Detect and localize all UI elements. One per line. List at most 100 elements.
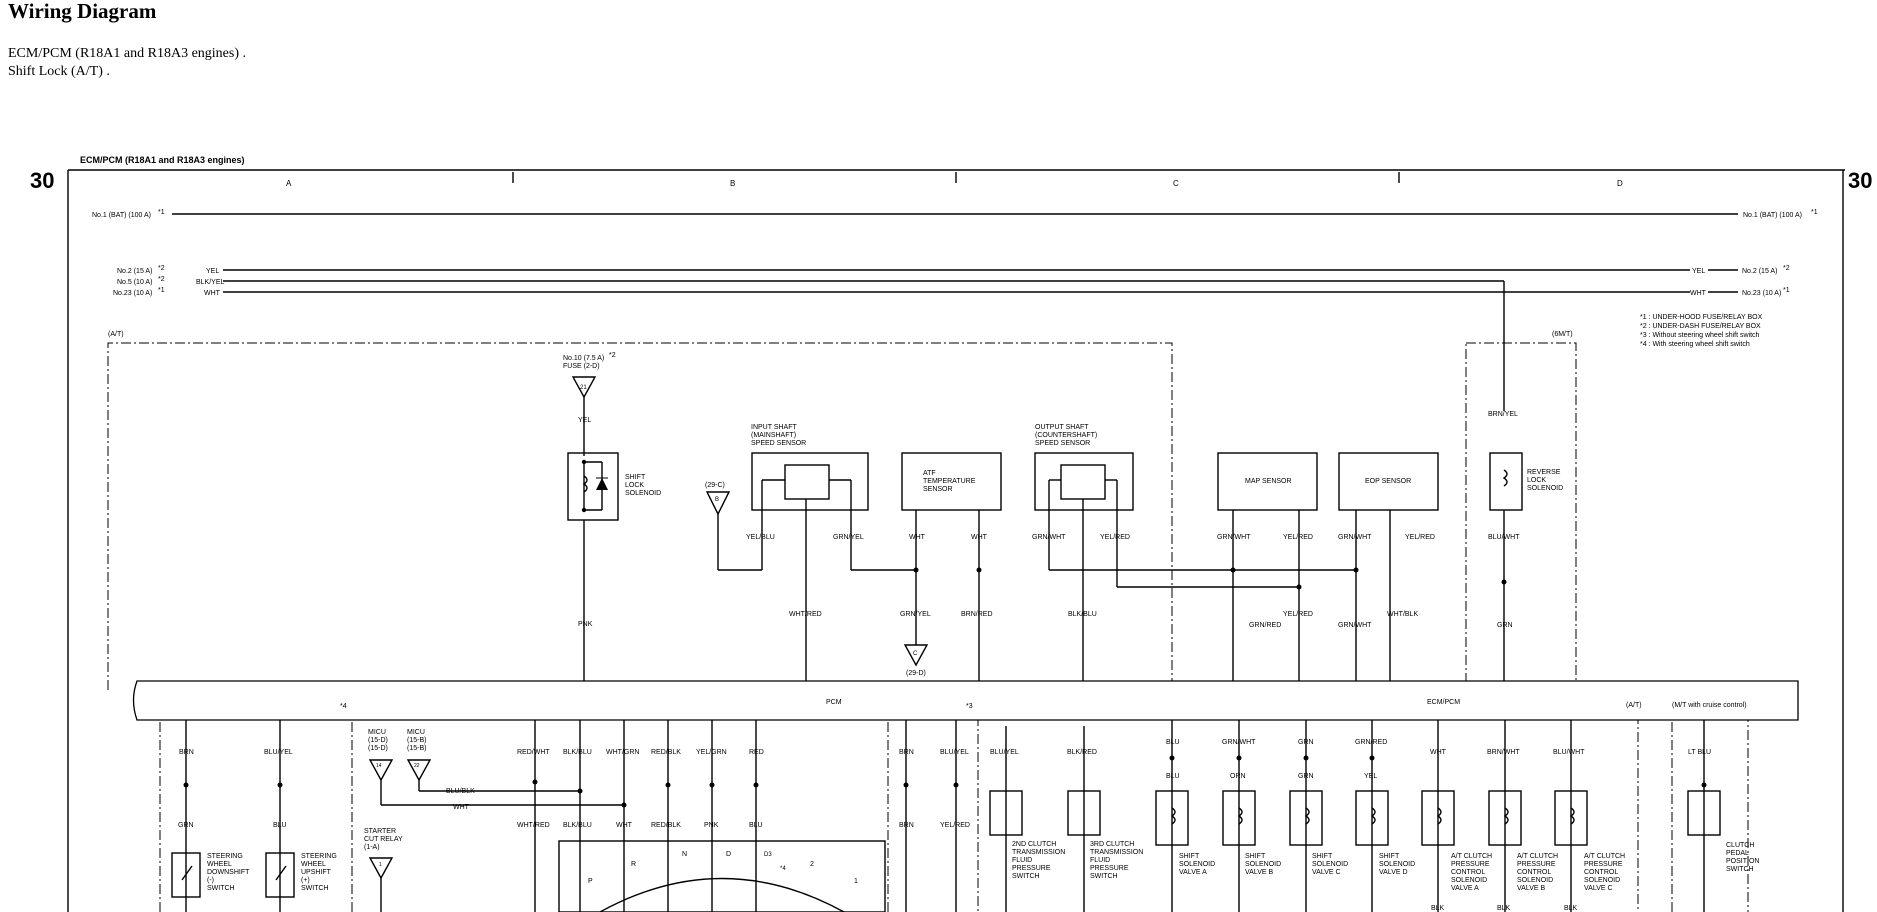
page-header: Wiring Diagram ECM/PCM (R18A1 and R18A3 … (8, 0, 246, 79)
wire-blu-sw: BLU (273, 822, 287, 829)
wire-grnred-sd: GRN/RED (1355, 739, 1387, 746)
micu1-pin: 14 (376, 763, 382, 769)
atc-b-l1: A/T CLUTCH (1517, 853, 1558, 860)
fuse-no10: No.10 (7.5 A) (563, 355, 604, 362)
sol-b-l1: SHIFT (1245, 853, 1266, 860)
clutch-pedal-l1: CLUTCH (1726, 842, 1754, 849)
sw-up-l1: STEERING (301, 853, 337, 860)
wire-brn-3b: BRN (899, 822, 914, 829)
sw-down-l2: WHEEL (207, 861, 232, 868)
wire-wht-top: WHT (204, 290, 221, 297)
wire-bluyel-sw: BLU/YEL (264, 749, 293, 756)
ref-29c: (29-C) (705, 482, 725, 489)
starter-l1: STARTER (364, 828, 396, 835)
clutch3-l5: SWITCH (1090, 873, 1118, 880)
micu2-l1: MICU (407, 729, 425, 736)
input-shaft-l2: (MAINSHAFT) (751, 432, 796, 439)
grid-col-b: B (730, 179, 735, 188)
wire-grn-sc2: GRN (1298, 773, 1314, 780)
box-at-label: (A/T) (108, 331, 124, 338)
wire-blu-sa: BLU (1166, 739, 1180, 746)
wire-yel-sd: YEL (1364, 773, 1377, 780)
sw-down-l4: (-) (207, 877, 214, 884)
atc-a-l1: A/T CLUTCH (1451, 853, 1492, 860)
micu1-l3: (15-D) (368, 745, 388, 752)
clutch2-l3: FLUID (1012, 857, 1032, 864)
sw-up-l2: WHEEL (301, 861, 326, 868)
page-title: Wiring Diagram (8, 0, 157, 23)
wire-yelred-eop: YEL/RED (1405, 534, 1435, 541)
starter-pin: 1 (379, 862, 382, 868)
wire-grnwht-map: GRN/WHT (1217, 534, 1251, 541)
atc-c-l3: CONTROL (1584, 869, 1618, 876)
link-shift-lock[interactable]: Shift Lock (A/T) . (8, 64, 110, 79)
link-ecm-pcm[interactable]: ECM/PCM (R18A1 and R18A3 engines) . (8, 46, 246, 61)
sw-up-l4: (+) (301, 877, 310, 884)
wire-brnred: BRN/RED (961, 611, 993, 618)
ecm-pcm-label: ECM/PCM (1427, 699, 1460, 706)
input-shaft-l3: SPEED SENSOR (751, 440, 806, 447)
atc-a-l3: CONTROL (1451, 869, 1485, 876)
note-4: *4 : With steering wheel shift switch (1640, 341, 1750, 348)
sw-down-l3: DOWNSHIFT (207, 869, 250, 876)
fuse-star2-right: *2 (1783, 265, 1790, 272)
wire-bluyel-c2: BLU/YEL (990, 749, 1019, 756)
wire-grnwht-sb: GRN/WHT (1222, 739, 1256, 746)
sw-down-l5: SWITCH (207, 885, 235, 892)
wire-yelblu: YEL/BLU (746, 534, 775, 541)
wire-blk-c: BLK (1564, 905, 1578, 912)
fuse-no10-pin: 21 (580, 385, 587, 391)
sol-d-l3: VALVE D (1379, 869, 1408, 876)
wire-blkblu-r2: BLK/BLU (563, 822, 592, 829)
atc-a-l5: VALVE A (1451, 885, 1479, 892)
grid-col-d: D (1617, 179, 1623, 188)
wire-yel-top: YEL (206, 268, 219, 275)
wire-yel-shiftlock: YEL (578, 417, 591, 424)
wire-redblk-r2: RED/BLK (651, 822, 681, 829)
wire-pnk-r: PNK (704, 822, 719, 829)
clutch-pedal-l3: POSITION (1726, 858, 1759, 865)
range-p: P (588, 878, 593, 885)
wire-brnwht: BRN/WHT (1487, 749, 1520, 756)
box-star3: *3 (966, 703, 973, 710)
wire-redwht: RED/WHT (517, 749, 550, 756)
micu1-l1: MICU (368, 729, 386, 736)
clutch3-l2: TRANSMISSION (1090, 849, 1143, 856)
atf-l3: SENSOR (923, 486, 953, 493)
range-n: N (682, 851, 687, 858)
atc-b-l2: PRESSURE (1517, 861, 1556, 868)
wire-pnk-shiftlock: PNK (578, 621, 593, 628)
shift-lock-l1: SHIFT (625, 474, 646, 481)
wire-blu-r: BLU (749, 822, 763, 829)
grid-col-c: C (1173, 179, 1179, 188)
wire-bluwht-rev: BLU/WHT (1488, 534, 1520, 541)
range-1: 1 (854, 878, 858, 885)
wire-blkblu-r: BLK/BLU (563, 749, 592, 756)
clutch2-l5: SWITCH (1012, 873, 1040, 880)
micu2-l2: (15-B) (407, 737, 426, 744)
atc-b-l3: CONTROL (1517, 869, 1551, 876)
wire-whtblk: WHT/BLK (1387, 611, 1418, 618)
output-shaft-l2: (COUNTERSHAFT) (1035, 432, 1097, 439)
wire-whtgrn: WHT/GRN (606, 749, 639, 756)
fuse-no1-left: No.1 (BAT) (100 A) (92, 212, 151, 219)
box-star4: *4 (340, 703, 347, 710)
wire-red-r: RED (749, 749, 764, 756)
reverse-l3: SOLENOID (1527, 485, 1563, 492)
sw-down-l1: STEERING (207, 853, 243, 860)
wire-grn-sc: GRN (1298, 739, 1314, 746)
atc-b-l4: SOLENOID (1517, 877, 1553, 884)
wire-grnred: GRN/RED (1249, 622, 1281, 629)
diagram-caption: ECM/PCM (R18A1 and R18A3 engines) (80, 155, 245, 165)
sol-b-l2: SOLENOID (1245, 861, 1281, 868)
wire-brn-3: BRN (899, 749, 914, 756)
output-shaft-l1: OUTPUT SHAFT (1035, 424, 1089, 431)
fuse-no1-right: No.1 (BAT) (100 A) (1743, 212, 1802, 219)
clutch2-l2: TRANSMISSION (1012, 849, 1065, 856)
clutch3-l1: 3RD CLUTCH (1090, 841, 1134, 848)
range-star: *4 (780, 866, 786, 872)
wire-yelgrn: YEL/GRN (696, 749, 727, 756)
page-number-right: 30 (1848, 168, 1872, 193)
wire-blkred: BLK/RED (1067, 749, 1097, 756)
